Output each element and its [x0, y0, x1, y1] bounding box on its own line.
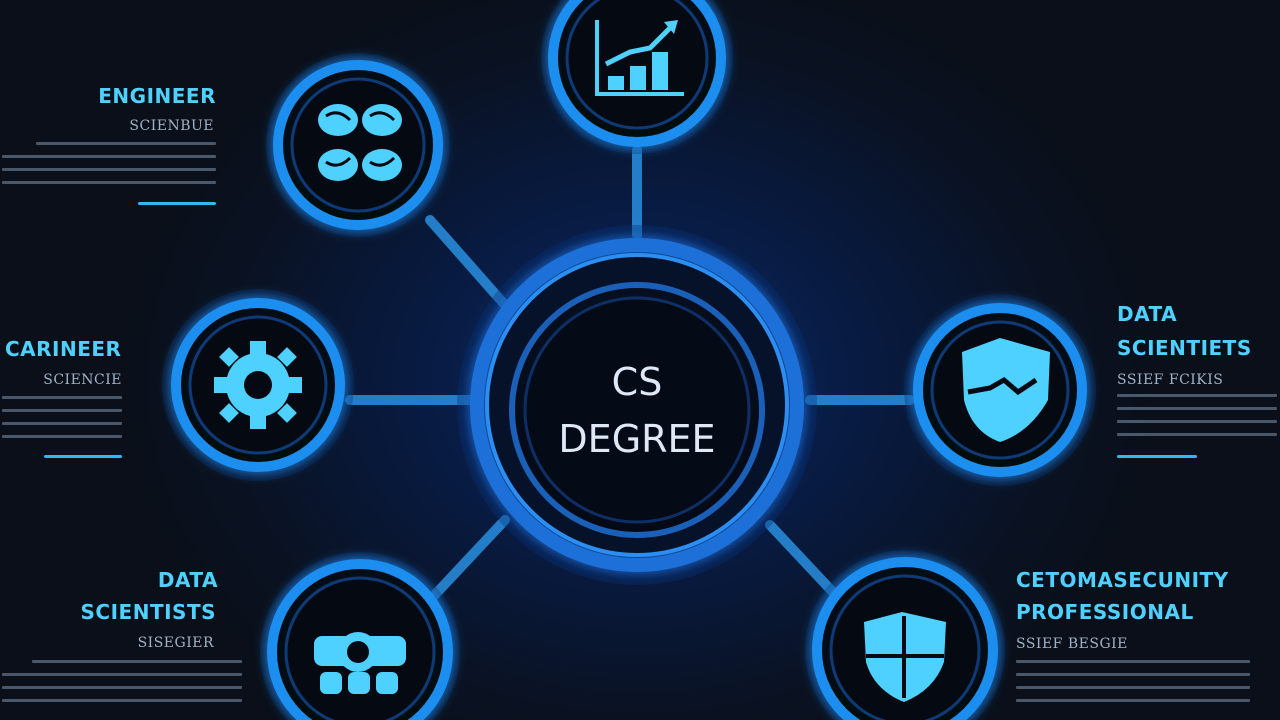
node-engineer [266, 53, 450, 237]
center-title-line1: CS [612, 360, 663, 404]
node-security [805, 550, 1005, 720]
node-data-left [260, 552, 460, 720]
connector-data-left [425, 515, 510, 605]
connector-engineer [425, 215, 510, 310]
security-shield-icon [864, 612, 946, 702]
carineer-underline [44, 455, 122, 458]
team-icon [314, 632, 406, 694]
data-right-title-line2: SCIENTIETS [1117, 336, 1252, 360]
node-carineer [162, 289, 354, 481]
data-left-title-line2: SCIENTISTS [80, 600, 216, 624]
connector-security [765, 520, 850, 610]
data-right-title-line1: DATA [1117, 302, 1178, 326]
engineer-title: ENGINEER [98, 84, 216, 108]
security-title-line2: PROFESSIONAL [1016, 600, 1194, 624]
gear-icon [214, 341, 302, 429]
data-left-description [2, 660, 242, 712]
security-title-line1: CETOMASECUNITY [1016, 568, 1229, 592]
data-right-description [1117, 394, 1277, 446]
carineer-title: CARINEER [5, 337, 122, 361]
center-hub: CS DEGREE [457, 225, 817, 585]
data-left-title-line1: DATA [157, 568, 218, 592]
security-subtitle: SSIEF BESGIE [1016, 636, 1128, 652]
data-right-underline [1117, 455, 1197, 458]
connectors [345, 145, 915, 610]
security-description [1016, 660, 1250, 712]
engineer-description [2, 142, 216, 194]
data-right-subtitle: SSIEF FCIKIS [1117, 372, 1224, 388]
shield-icon [962, 338, 1050, 442]
growth-chart-icon [595, 20, 684, 96]
node-data-right [904, 294, 1096, 486]
carineer-subtitle: SCIENCIE [43, 372, 122, 388]
engineer-subtitle: SCIENBUE [129, 118, 214, 134]
engineer-underline [138, 202, 216, 205]
data-left-subtitle: SISEGIER [137, 635, 214, 651]
node-growth [541, 0, 733, 154]
carineer-description [2, 396, 122, 448]
center-title-line2: DEGREE [558, 417, 715, 461]
